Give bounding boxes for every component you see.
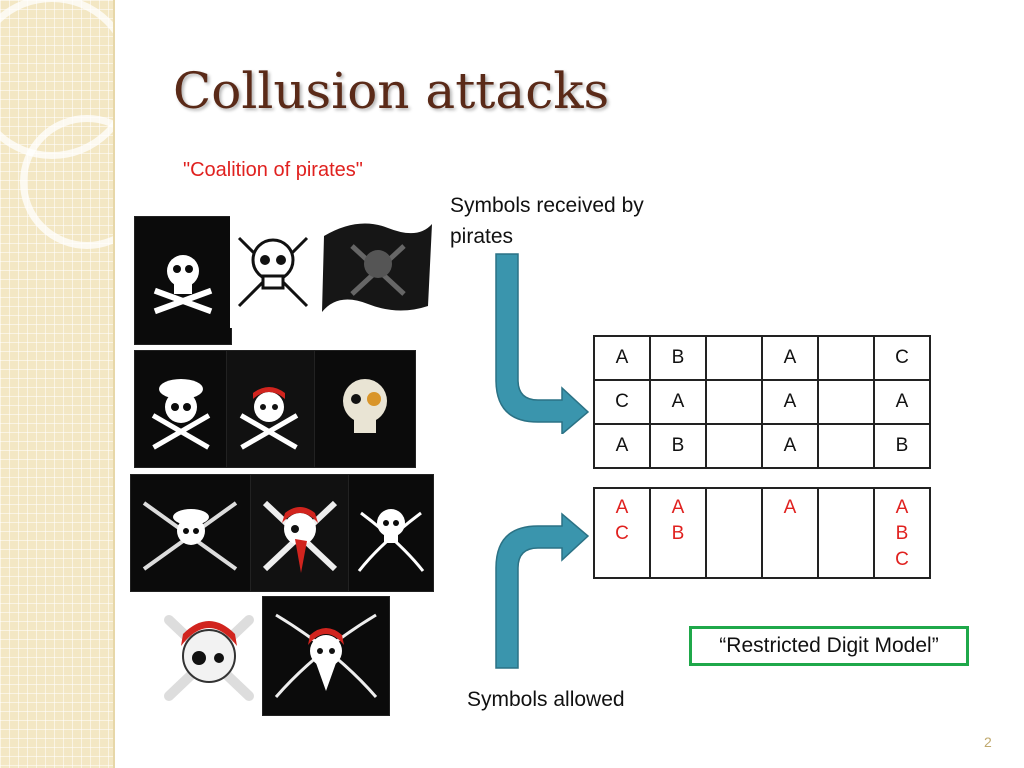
allowed-arrow [495,512,590,669]
cutlass-skull-flag-image [262,596,390,716]
table-cell [705,423,763,469]
waving-pirate-flag-image [318,216,436,320]
page-number: 2 [984,734,992,750]
table-cell: C [593,379,651,425]
slide-title: Collusion attacks [173,62,610,120]
table-cell: B [873,423,931,469]
skull-crossbones-drawing-image [230,216,316,328]
table-cell [817,335,875,381]
table-row: A B A C [593,335,931,381]
table-cell [705,379,763,425]
received-arrow [495,253,590,434]
swords-skull-flag-image [130,474,252,592]
allowed-cell: A B [649,487,707,579]
table-cell [705,335,763,381]
allowed-cell: A [761,487,819,579]
table-cell: A [761,423,819,469]
table-cell: A [761,335,819,381]
allowed-cell [705,487,763,579]
time-flies-pirate-flag-image [226,350,316,468]
table-cell: A [761,379,819,425]
skull-beret-flag-image [134,350,228,468]
allowed-cell: A B C [873,487,931,579]
sidebar-decoration [0,0,113,768]
allowed-cell: A C [593,487,651,579]
symbols-received-label: Symbols received by pirates [450,194,644,248]
table-row: C A A A [593,379,931,425]
jolly-roger-swords-flag-image [348,474,434,592]
table-row: A B A B [593,423,931,469]
table-cell: C [873,335,931,381]
table-cell: A [649,379,707,425]
table-cell: A [593,423,651,469]
allowed-symbols-table: A C A B A A B C [593,487,931,579]
symbols-allowed-label: Symbols allowed [467,688,625,711]
received-symbols-table: A B A C C A A A A B A B [593,335,931,469]
decorative-ring-2 [20,115,113,249]
table-cell: B [649,335,707,381]
red-bandana-skull-flag-image [250,474,350,592]
eyepatch-skull-flag-image [314,350,416,468]
table-cell: A [873,379,931,425]
pixel-skull-flag-image [134,216,232,345]
coalition-subtitle: "Coalition of pirates" [183,159,363,181]
red-dotted-bandana-skull-image [156,596,262,714]
table-cell: A [593,335,651,381]
table-cell [817,379,875,425]
table-row: A C A B A A B C [593,487,931,579]
table-cell: B [649,423,707,469]
restricted-digit-model-box: “Restricted Digit Model” [689,626,969,666]
table-cell [817,423,875,469]
sidebar-edge [113,0,115,768]
allowed-cell [817,487,875,579]
